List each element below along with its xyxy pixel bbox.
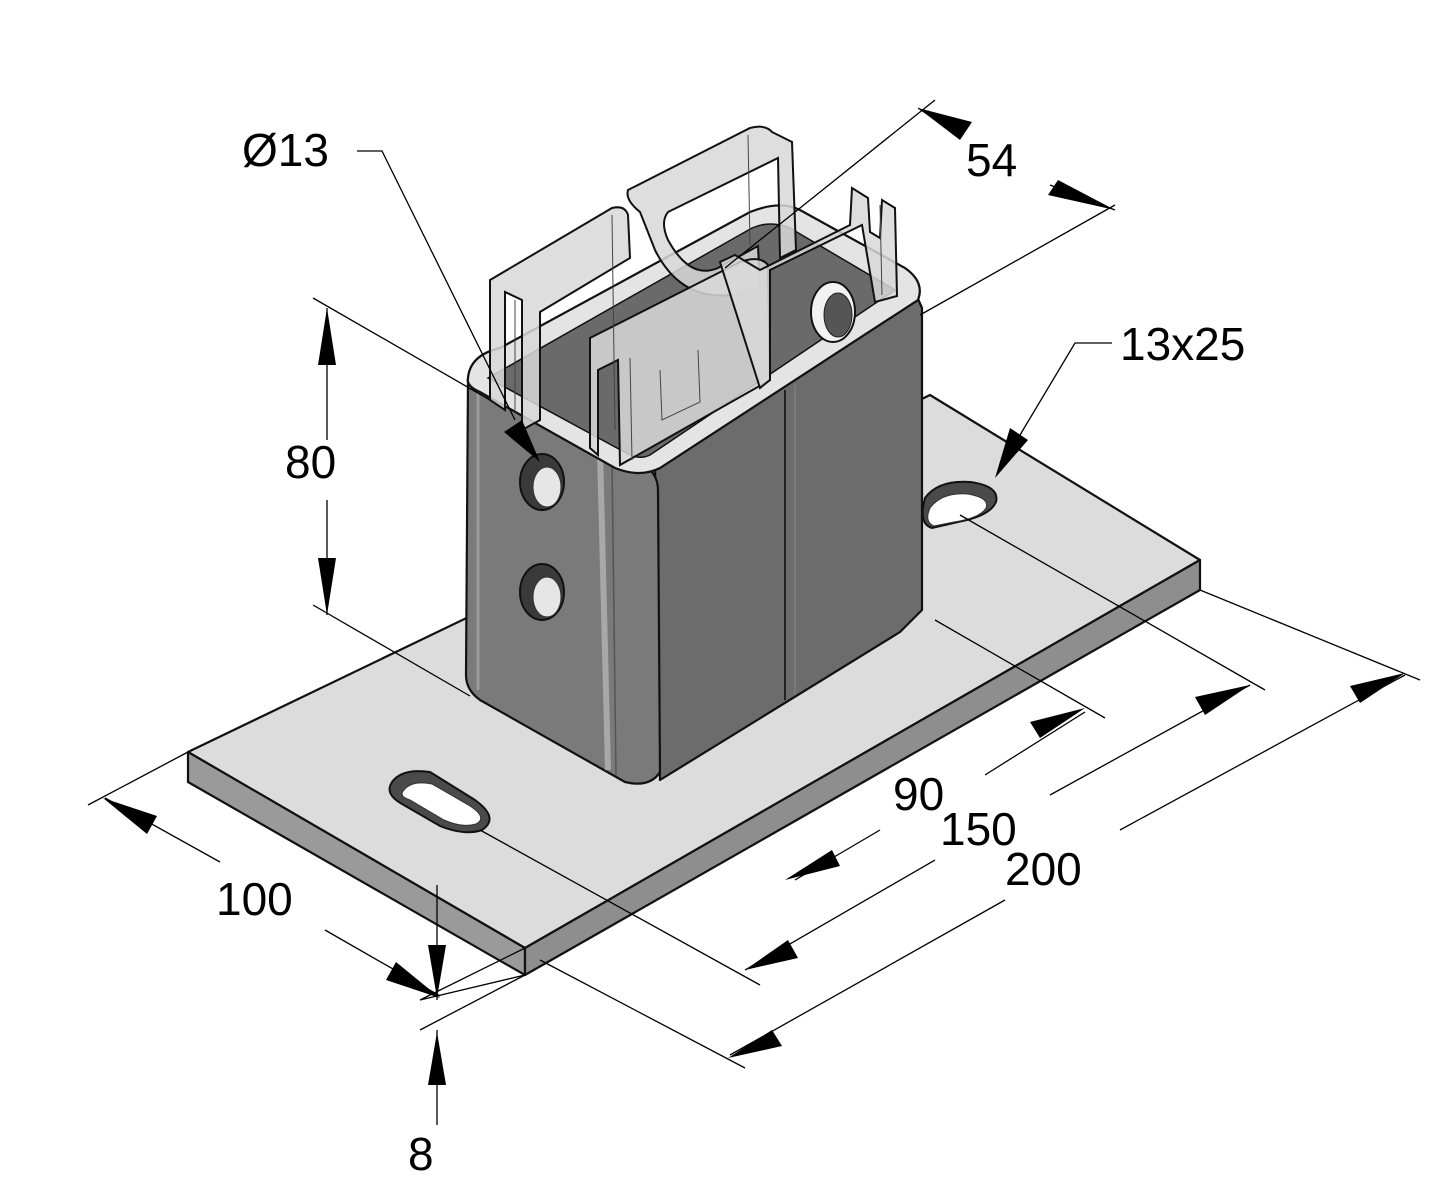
dimension-labels: Ø13 54 13x25 80 90 150 200 100 8 (216, 124, 1245, 1180)
arrow-80-bottom (318, 558, 336, 615)
label-plate-thickness: 8 (408, 1128, 434, 1180)
arrow-100-right (386, 962, 440, 998)
label-slot-size: 13x25 (1120, 318, 1245, 370)
arrow-8-bottom (428, 1032, 446, 1085)
arrow-200-left (728, 1030, 782, 1058)
arrow-54-upper (918, 108, 972, 140)
label-hole-spacing: 150 (940, 803, 1017, 855)
label-inner-length: 90 (893, 768, 944, 820)
side-hole (810, 281, 856, 343)
label-plate-length: 200 (1005, 843, 1082, 895)
label-channel-width: 54 (966, 134, 1017, 186)
arrow-150-left (745, 940, 798, 970)
front-hole-lower (519, 563, 565, 621)
channel-insert (489, 125, 899, 467)
channel-details (514, 134, 883, 461)
arrow-hole-diameter (504, 420, 540, 462)
slot-front (388, 770, 491, 834)
arrow-slot (995, 428, 1028, 478)
arrow-54-lower (1048, 180, 1115, 210)
label-hole-diameter: Ø13 (242, 124, 329, 176)
arrow-200-right (1350, 673, 1405, 703)
arrow-8-top (428, 945, 446, 998)
arrow-150-right (1195, 685, 1250, 715)
arrow-90-right (1030, 708, 1085, 738)
dimension-lines (87, 99, 1421, 1125)
arrow-90-left (785, 850, 840, 880)
front-hole-upper (519, 453, 565, 511)
label-height: 80 (285, 436, 336, 488)
arrow-100-left (103, 798, 157, 834)
label-plate-width: 100 (216, 873, 293, 925)
slot-back (921, 480, 998, 530)
arrow-80-top (318, 308, 336, 365)
